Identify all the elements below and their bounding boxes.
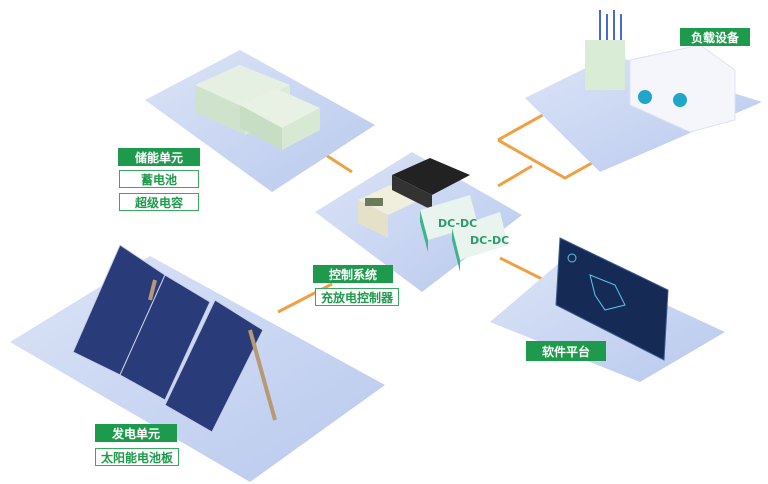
storage-unit-label: 储能单元 — [118, 148, 200, 166]
supercapacitor-label: 超级电容 — [119, 193, 199, 211]
dc-dc-module-icon: DC-DC DC-DC — [420, 195, 509, 272]
inverter-icon — [392, 158, 470, 210]
dc-dc-label-2: DC-DC — [470, 234, 509, 247]
monitor-screen-icon — [555, 237, 669, 361]
solar-panel-label: 太阳能电池板 — [95, 448, 179, 466]
software-control-connector — [499, 256, 549, 284]
load-device-icon — [629, 44, 736, 133]
load-equipment-label: 负载设备 — [680, 28, 750, 46]
control-platform — [315, 152, 522, 292]
router-icon — [585, 10, 625, 90]
software-platform-label: 软件平台 — [526, 341, 606, 361]
dc-dc-label-1: DC-DC — [438, 217, 477, 230]
charge-controller-label: 充放电控制器 — [315, 288, 399, 306]
solar-panel-icon — [72, 244, 277, 433]
battery-icon — [195, 65, 320, 150]
control-system-label: 控制系统 — [313, 265, 393, 283]
generation-unit-label: 发电单元 — [95, 424, 177, 442]
control-load-connector — [497, 164, 533, 188]
battery-label: 蓄电池 — [119, 170, 199, 188]
